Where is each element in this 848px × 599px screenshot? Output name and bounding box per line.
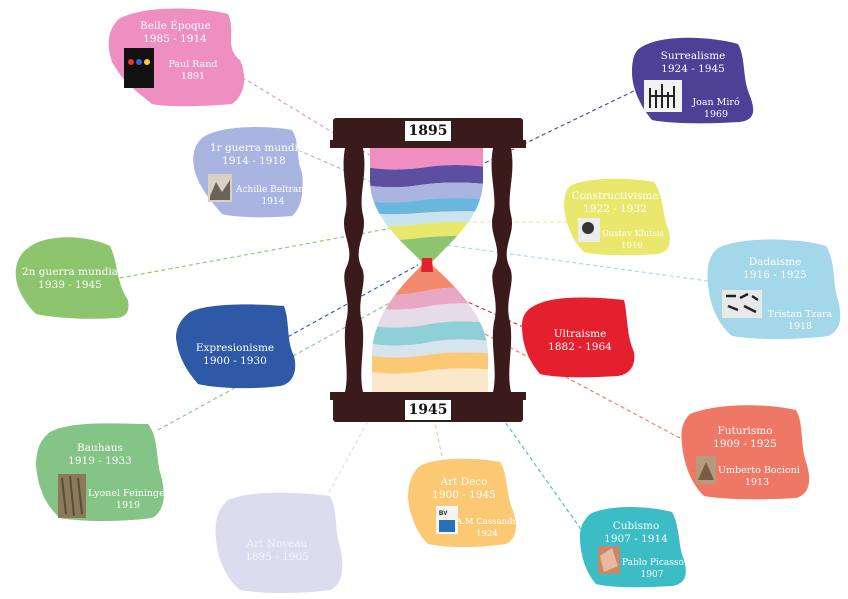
futurismo-years: 1909 - 1925 [713, 438, 777, 450]
art-noveau-title: Art Noveau [246, 538, 308, 550]
svg-text:BV: BV [439, 511, 447, 517]
futurismo-title: Futurismo [717, 425, 773, 437]
thumb-pablo-picasso [598, 546, 620, 574]
hourglass-bottom-year: 1945 [404, 399, 452, 421]
thumb-gustav-klutsis [578, 218, 600, 242]
expresionismo-years: 1900 - 1930 [203, 355, 267, 367]
art-deco-years: 1900 - 1945 [432, 489, 496, 501]
dadaisme-artist: Tristan Tzara [767, 309, 833, 320]
art-deco-artist-year: 1924 [476, 529, 498, 539]
art-noveau-years: 1895 - 1905 [245, 551, 309, 563]
hourglass-top-year: 1895 [404, 120, 452, 142]
bauhaus-artist-year: 1919 [115, 500, 141, 511]
bauhaus-title: Bauhaus [77, 442, 123, 454]
belle-epoque-years: 1985 - 1914 [143, 33, 207, 45]
expresionismo-title: Expresionisme [195, 342, 275, 354]
belle-epoque-artist: Paul Rand [168, 59, 218, 70]
constructivisme-title: Constructivisme [571, 190, 659, 202]
blob-ultraisme [522, 297, 635, 378]
blob-art-deco [408, 458, 516, 547]
connector-guerra1 [297, 149, 379, 186]
bauhaus-years: 1919 - 1933 [68, 455, 132, 467]
guerra1-years: 1914 - 1918 [222, 155, 286, 167]
guerra1-artist-year: 1914 [261, 197, 285, 207]
surrealisme-artist-year: 1969 [703, 109, 729, 120]
ultraisme-title: Ultraisme [553, 328, 607, 340]
bauhaus-artist: Lyonel Feininger [88, 488, 170, 499]
cubismo-years: 1907 - 1914 [604, 533, 668, 545]
sand-top [370, 148, 483, 262]
futurismo-artist-year: 1913 [744, 477, 770, 488]
cubismo-title: Cubismo [612, 520, 660, 532]
art-deco-artist: A.M Cassandre [456, 517, 522, 527]
guerra2-title: 2n guerra mundial [22, 266, 122, 278]
blob-art-noveau [215, 492, 343, 593]
artwork-thumbnails: BV [58, 48, 762, 574]
dadaisme-artist-year: 1918 [787, 321, 813, 332]
sand-bottom [372, 265, 488, 392]
hourglass [330, 118, 526, 422]
connector-dadaisme [444, 244, 716, 283]
constructivisme-artist: Gustav Klutsis [602, 229, 665, 239]
futurismo-artist: Umberto Bocioni [718, 465, 800, 476]
blob-guerra2 [15, 237, 129, 319]
surrealisme-title: Surrealisme [660, 50, 726, 62]
thumb-cassandre: BV [436, 506, 458, 534]
thumb-umberto-bocioni [696, 456, 716, 484]
guerra1-artist: Achille Beltrame [236, 185, 313, 195]
dadaisme-years: 1916 - 1925 [743, 269, 807, 281]
connector-futurismo [454, 317, 681, 439]
connector-belle-epoque [229, 69, 379, 161]
belle-epoque-artist-year: 1891 [180, 71, 206, 82]
thumb-achille-beltrame [208, 174, 232, 202]
art-deco-title: Art Deco [440, 476, 488, 488]
belle-epoque-title: Belle Époque [140, 20, 211, 32]
constructivisme-artist-year: 1919 [621, 241, 643, 251]
thumb-paul-rand [124, 48, 154, 88]
guerra1-title: 1r guerra mundial [210, 142, 308, 154]
cubismo-artist: Pablo Picasso [622, 558, 684, 568]
surrealisme-artist: Joan Miró [692, 97, 740, 108]
thumb-tristan-tzara [722, 290, 762, 318]
constructivisme-years: 1922 - 1932 [583, 203, 647, 215]
cubismo-artist-year: 1907 [640, 570, 664, 580]
surrealisme-years: 1924 - 1945 [661, 63, 725, 75]
thumb-joan-miro [644, 80, 682, 112]
guerra2-years: 1939 - 1945 [38, 279, 102, 291]
ultraisme-years: 1882 - 1964 [548, 341, 612, 353]
dadaisme-title: Dadaisme [748, 256, 802, 268]
blob-expresionismo [176, 304, 296, 389]
thumb-lyonel-feininger [58, 474, 86, 518]
